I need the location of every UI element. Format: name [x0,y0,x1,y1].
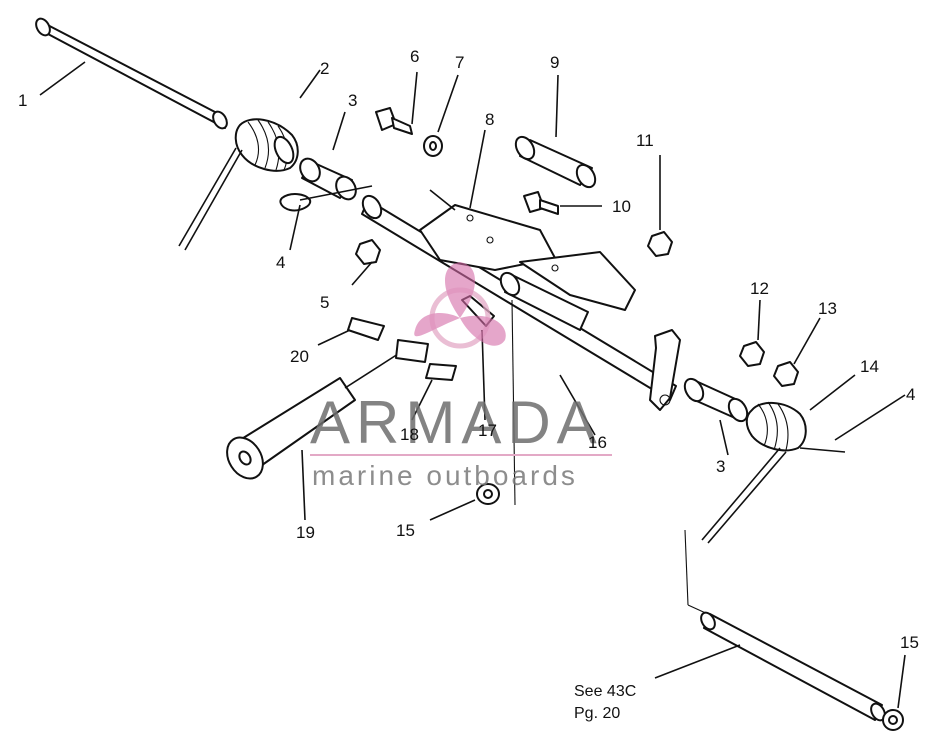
watermark-subtitle: marine outboards [312,460,578,491]
callout-1: 1 [18,91,27,110]
callout-15: 15 [396,521,415,540]
callout-18: 18 [400,425,419,444]
part-12-nut [739,299,765,367]
callout-20: 20 [290,347,309,366]
callout-14: 14 [860,357,879,376]
callout-17: 17 [478,421,497,440]
callout-16: 16 [588,433,607,452]
part-11-nut [647,155,673,257]
callout-2: 2 [320,59,329,78]
part-13-nut [773,317,821,387]
part-15b-washer [882,654,906,731]
callout-11: 11 [636,131,654,150]
callout-8: 8 [485,110,494,129]
callout-labels: 1 2 3 4 5 6 7 8 9 10 11 12 13 14 15 16 1… [18,47,919,652]
callout-12: 12 [750,279,769,298]
armada-logo-watermark [414,262,506,349]
callout-9: 9 [550,53,559,72]
logo-propeller [414,262,506,346]
part-15-washer [429,483,500,521]
callout-13: 13 [818,299,837,318]
part-20-bushing [317,317,385,346]
callout-3b: 3 [716,457,725,476]
watermark-title: ARMADA [310,389,603,456]
part-2-spring [178,69,321,251]
callout-4: 4 [276,253,285,272]
callout-5: 5 [320,293,329,312]
part-1-tube [35,17,228,130]
reference-note-line1: See 43C [574,683,636,700]
part-6-bolt [375,71,418,135]
callout-15b: 15 [900,633,919,652]
reference-note-line2: Pg. 20 [574,705,620,722]
callout-19: 19 [296,523,315,542]
callout-6: 6 [410,47,419,66]
part-9-sleeve [514,74,597,189]
part-10-bolt [523,191,602,215]
part-7-washer [423,74,459,157]
callout-4b: 4 [906,385,915,404]
part-16b-tube [499,251,636,331]
lever-arm [649,329,681,411]
part-5-nut [351,239,381,286]
part-18-bushing [395,339,457,421]
lower-tube [654,611,886,722]
part-19-shock [226,353,399,521]
part-3-sleeve [279,111,373,251]
part-3b-sleeve [683,377,749,456]
part-14-spring [701,374,906,544]
callout-3: 3 [348,91,357,110]
callout-7: 7 [455,53,464,72]
callout-10: 10 [612,197,631,216]
